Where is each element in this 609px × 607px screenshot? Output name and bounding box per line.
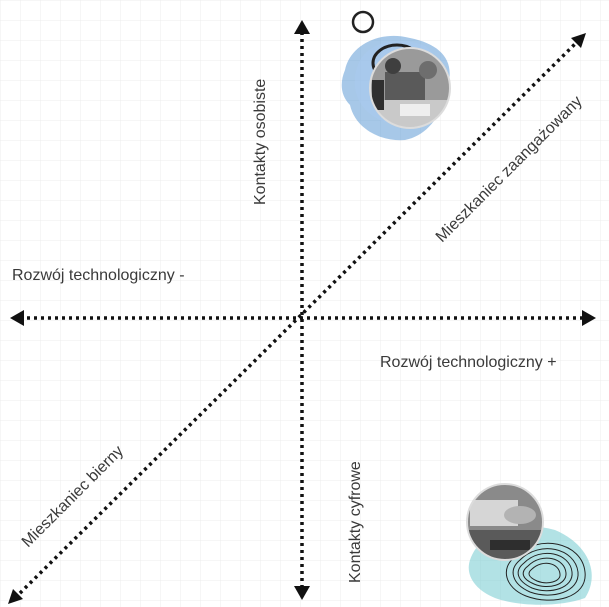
label-digital-contacts: Kontakty cyfrowe — [347, 461, 364, 583]
arrow-right-icon — [582, 310, 596, 326]
axes — [13, 32, 585, 600]
diagonal-axis — [13, 42, 577, 600]
contour-lines — [505, 542, 586, 601]
arrow-down-icon — [294, 586, 310, 600]
arrow-left-icon — [10, 310, 24, 326]
label-personal-contacts: Kontakty osobiste — [252, 79, 269, 205]
top-illustration — [341, 10, 451, 141]
small-circle-outline — [351, 10, 375, 34]
label-tech-positive: Rozwój technologiczny + — [380, 354, 557, 371]
photo-group-at-table — [370, 48, 450, 128]
arrow-diagonal-up-icon — [571, 33, 586, 48]
arrowheads — [8, 20, 596, 604]
arrow-diagonal-down-icon — [8, 589, 23, 604]
label-tech-negative: Rozwój technologiczny - — [12, 267, 185, 284]
arrow-up-icon — [294, 20, 310, 34]
bottom-illustration — [466, 483, 592, 605]
